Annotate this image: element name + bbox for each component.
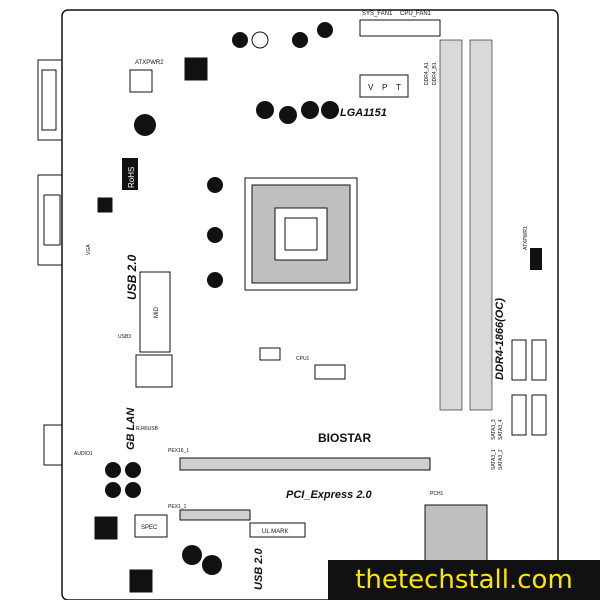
dimm-slots [439, 39, 493, 411]
sata-connectors [511, 339, 547, 436]
usb20-left-label: USB 2.0 [125, 254, 139, 300]
small-ics [94, 57, 346, 593]
cpu-fan-label: CPU_FAN1 [400, 11, 432, 17]
pex1-label: PEX1_1 [168, 504, 187, 510]
ddr4-a1-label: DDR4_A1 [424, 62, 430, 85]
sata3-1-label: SATA3_1 [491, 449, 497, 470]
ul-mark-box [249, 522, 306, 538]
watermark-text: thetechstall.com [355, 565, 573, 595]
audio-label: AUDIO1 [74, 451, 93, 457]
vpt-p: P [382, 83, 387, 92]
rohs-logo [122, 158, 138, 190]
brand-logo: BIOSTAR [318, 431, 371, 445]
pcie-x1-slot [179, 509, 251, 521]
ddr4-b1-label: DDR4_B1 [432, 62, 438, 85]
spec-box [134, 514, 168, 538]
rj45-label: RJ45USB [136, 426, 159, 432]
ddr-speed-label: DDR4-1866(OC) [494, 298, 506, 380]
rear-io-panel [37, 59, 63, 466]
spec-label: SPEC [141, 525, 158, 531]
usb20-bottom-label: USB 2.0 [253, 548, 265, 590]
rohs-label: RoHS [127, 167, 136, 188]
capacitor-row [105, 22, 339, 575]
sata3-3-label: SATA3_3 [491, 419, 497, 440]
vpt-t: T [396, 83, 401, 92]
pch-chip [424, 504, 488, 566]
atxpwr1-connector [530, 248, 542, 270]
mid-chip [139, 271, 171, 353]
cpu1-label: CPU1 [296, 356, 310, 362]
cpu-socket [244, 177, 358, 291]
vpt-block [359, 74, 409, 98]
fan-header-block [359, 19, 441, 37]
mid-label: MID [154, 306, 160, 318]
atxpwr2-connector [129, 69, 153, 93]
sata3-2-label: SATA3_2 [498, 449, 504, 470]
lan-chip [135, 354, 173, 388]
pex16-label: PEX16_1 [168, 448, 189, 454]
pch-label: PCH1 [430, 491, 444, 497]
vga-label: VGA [86, 244, 92, 255]
pcie-label: PCI_Express 2.0 [286, 489, 372, 501]
sata3-4-label: SATA3_4 [498, 419, 504, 440]
board-outline [61, 9, 559, 600]
watermark-bar [328, 560, 600, 600]
sys-fan-label: SYS_FAN1 [362, 11, 393, 17]
socket-title: LGA1151 [340, 107, 387, 119]
pcie-x16-slot [179, 457, 431, 471]
atxpwr2-label: ATXPWR2 [135, 60, 164, 66]
ul-mark-label: UL MARK [262, 529, 288, 535]
lan-label: GB LAN [125, 407, 137, 450]
vpt-v: V [368, 83, 374, 92]
usb3-label: USB3 [118, 334, 131, 340]
atxpwr1-label: ATXPWR1 [523, 226, 529, 250]
